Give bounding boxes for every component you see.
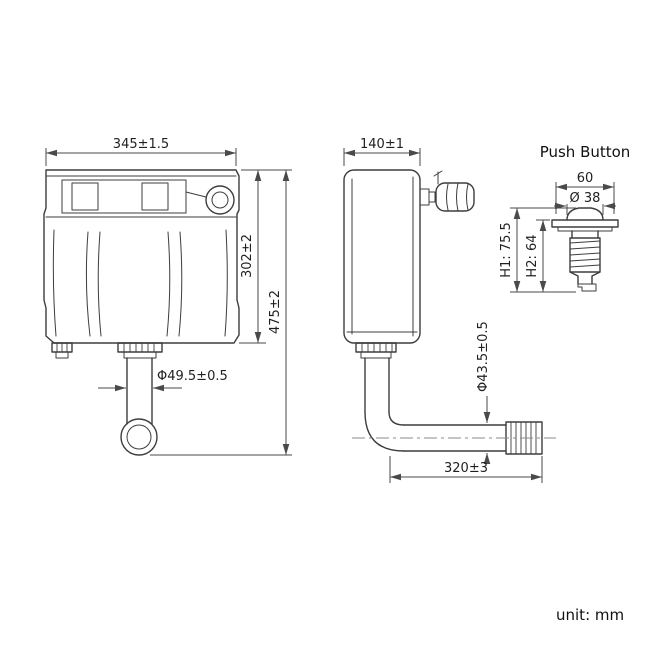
- dim-button-h2: H2: 64: [525, 234, 540, 277]
- outlet-elbow-front: [120, 418, 158, 456]
- flush-outlet-front: [117, 342, 163, 456]
- push-button-title: Push Button: [540, 143, 631, 161]
- push-button-detail: Push Button 60 Ø 38 H1: 75.5 H2: 64: [499, 143, 631, 293]
- front-dimensions: 345±1.5 302±2 475±2 Φ49.5±0.5: [45, 137, 292, 456]
- dim-button-diameter: Ø 38: [570, 191, 601, 206]
- dim-button-width: 60: [577, 171, 594, 186]
- dim-front-tank-height: 302±2: [240, 234, 255, 278]
- dim-side-depth: 140±1: [360, 137, 404, 152]
- unit-label: unit: mm: [556, 606, 624, 624]
- front-view-drawing: [43, 169, 240, 456]
- dim-side-pipe-length: 320±3: [444, 461, 488, 476]
- inlet-valve-stub: [51, 342, 73, 359]
- dim-button-h1: H1: 75.5: [499, 222, 514, 278]
- access-panel: [61, 179, 187, 214]
- dim-front-outlet-diameter: Φ49.5±0.5: [157, 369, 228, 384]
- inlet-grommet: [185, 185, 235, 215]
- side-dimensions: 140±1 Φ43.5±0.5 320±3: [343, 137, 543, 483]
- flush-pipe-side: [352, 342, 556, 455]
- actuator-knob: [419, 170, 475, 212]
- side-view-drawing: [343, 169, 556, 455]
- dim-front-overall-height: 475±2: [268, 290, 283, 334]
- dim-front-width: 345±1.5: [113, 137, 169, 152]
- dim-side-pipe-diameter: Φ43.5±0.5: [476, 321, 491, 392]
- push-button-body: [551, 207, 619, 292]
